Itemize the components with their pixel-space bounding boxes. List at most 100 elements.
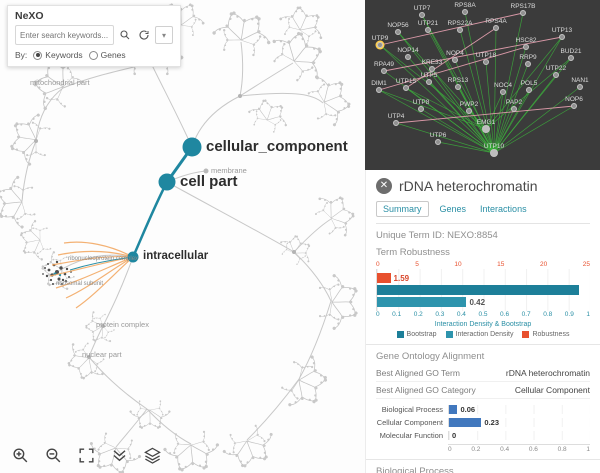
gene-node-dot[interactable] xyxy=(425,27,431,33)
gene-node-dot[interactable] xyxy=(500,89,506,95)
close-detail-button[interactable]: ✕ xyxy=(376,178,392,194)
gene-node-dot[interactable] xyxy=(393,120,399,126)
label-intracellular[interactable]: intracellular xyxy=(143,250,209,262)
gene-node-label: NOP4 xyxy=(446,49,464,57)
gene-node-dot[interactable] xyxy=(523,44,529,50)
detail-tabs: Summary Genes Interactions xyxy=(376,201,590,224)
gene-node-dot[interactable] xyxy=(435,139,441,145)
gene-node-label: NOP56 xyxy=(387,21,409,29)
gene-node-dot[interactable] xyxy=(525,61,531,67)
by-label: By: xyxy=(15,50,28,60)
layers-button[interactable] xyxy=(140,443,164,467)
go-category-row: Best Aligned GO Category Cellular Compon… xyxy=(376,382,590,399)
interaction-density-bar xyxy=(377,297,467,307)
robustness-value: 1.59 xyxy=(393,273,410,283)
zoom-in-button[interactable] xyxy=(8,443,32,467)
go-alignment-chart: Biological Process 0.06 Cellular Compone… xyxy=(376,405,590,453)
gene-node-label: UTP15 xyxy=(395,77,417,85)
label-cell-part[interactable]: cell part xyxy=(180,173,238,190)
cc-bar xyxy=(449,418,482,427)
gene-node-dot[interactable] xyxy=(553,72,559,78)
gene-node-dot[interactable] xyxy=(568,55,574,61)
gene-node-dot[interactable] xyxy=(376,87,382,93)
gene-node-label: RPS8A xyxy=(454,1,476,9)
go-term-row: Best Aligned GO Term rDNA heterochromati… xyxy=(376,365,590,382)
label-ribosomal-subunit[interactable]: ribosomal subunit xyxy=(56,281,104,287)
gene-node-dot[interactable] xyxy=(426,79,432,85)
gene-node-dot[interactable] xyxy=(395,29,401,35)
panel-collapse-button[interactable]: ▾ xyxy=(155,26,173,44)
reset-icon[interactable] xyxy=(136,27,152,43)
gene-node-dot[interactable] xyxy=(419,12,425,18)
biological-process-heading: Biological Process xyxy=(376,466,454,473)
label-ribonucleoprotein-complex[interactable]: ribonucleoprotein complex xyxy=(68,256,139,262)
gene-node-dot[interactable] xyxy=(377,42,383,48)
gene-node-dot[interactable] xyxy=(452,57,458,63)
gene-node-dot[interactable] xyxy=(455,84,461,90)
term-robustness-heading: Term Robustness xyxy=(376,247,450,258)
label-membrane[interactable]: membrane xyxy=(211,166,247,175)
fit-to-screen-button[interactable] xyxy=(74,443,98,467)
gene-node-dot[interactable] xyxy=(405,54,411,60)
gene-node-label: NAN1 xyxy=(571,76,589,84)
legend-robustness-swatch xyxy=(522,331,530,338)
gene-node-dot[interactable] xyxy=(381,68,387,74)
gene-node-dot[interactable] xyxy=(571,103,577,109)
robustness-legend: Bootstrap Interaction Density Robustness xyxy=(376,331,590,338)
gene-node-label: POL5 xyxy=(520,79,538,87)
radio-keywords[interactable]: Keywords xyxy=(33,50,83,60)
gene-node-dot[interactable] xyxy=(493,25,499,31)
zoom-out-button[interactable] xyxy=(41,443,65,467)
gene-node-dot[interactable] xyxy=(457,27,463,33)
search-input[interactable] xyxy=(15,25,114,45)
gene-node-label: RPS22A xyxy=(447,19,473,27)
gene-node-dot[interactable] xyxy=(559,34,565,40)
tab-interactions[interactable]: Interactions xyxy=(480,204,527,214)
gene-node-label: UTP9 xyxy=(371,34,389,42)
tab-genes[interactable]: Genes xyxy=(439,204,467,214)
gene-node-label: HSC82 xyxy=(515,36,537,44)
gene-node-dot[interactable] xyxy=(429,66,435,72)
gene-node-label: EMG1 xyxy=(476,118,496,126)
gene-node-dot[interactable] xyxy=(403,85,409,91)
radio-genes-dot[interactable] xyxy=(88,50,98,60)
gene-node-label: RPS17B xyxy=(510,2,536,10)
radio-genes[interactable]: Genes xyxy=(88,50,126,60)
gene-node-dot[interactable] xyxy=(520,10,526,16)
ontology-tree-canvas[interactable]: cellular_component cell part intracellul… xyxy=(0,0,365,473)
gene-node-dot[interactable] xyxy=(511,106,517,112)
gene-node-label: UTP10 xyxy=(483,142,505,150)
label-cellular-component[interactable]: cellular_component xyxy=(206,138,348,155)
gene-node-dot[interactable] xyxy=(466,108,472,114)
gene-node-dot[interactable] xyxy=(490,149,498,157)
node-cellular-component xyxy=(182,137,202,157)
gene-node-label: NOP6 xyxy=(565,95,583,103)
tab-summary[interactable]: Summary xyxy=(376,201,429,217)
gene-node-dot[interactable] xyxy=(418,106,424,112)
bootstrap-bar xyxy=(377,285,580,295)
detail-panel: ✕ rDNA heterochromatin Summary Genes Int… xyxy=(365,170,600,473)
label-mitochondrial-part[interactable]: mitochondrial part xyxy=(30,78,90,87)
gene-node-dot[interactable] xyxy=(462,9,468,15)
bp-bar xyxy=(449,405,458,414)
node-cell-part xyxy=(158,173,176,191)
gene-node-label: RPS13 xyxy=(447,76,469,84)
label-protein-complex[interactable]: protein complex xyxy=(96,320,149,329)
gene-node-dot[interactable] xyxy=(526,87,532,93)
collapse-levels-button[interactable] xyxy=(107,443,131,467)
gene-node-dot[interactable] xyxy=(482,125,490,133)
unique-term-id: Unique Term ID: NEXO:8854 xyxy=(376,230,498,241)
network-edges xyxy=(378,11,581,154)
search-icon[interactable] xyxy=(117,27,133,43)
gene-node-label: UTP13 xyxy=(551,26,573,34)
orange-fan-edges xyxy=(49,241,134,309)
label-nuclear-part[interactable]: nuclear part xyxy=(82,350,122,359)
gene-node-dot[interactable] xyxy=(577,84,583,90)
gene-node-dot[interactable] xyxy=(483,59,489,65)
radio-genes-label: Genes xyxy=(100,50,126,60)
radio-keywords-dot[interactable] xyxy=(33,50,43,60)
